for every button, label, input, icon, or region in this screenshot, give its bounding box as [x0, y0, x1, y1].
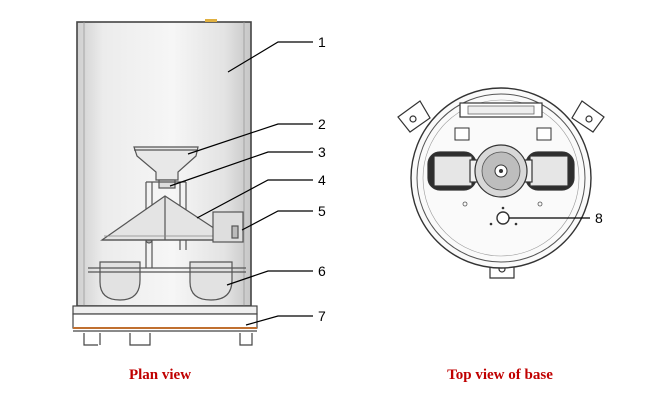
callout-6: 6 [318, 263, 326, 279]
caption-plan-view: Plan view [128, 367, 192, 383]
top-view-drawing [397, 87, 605, 279]
counterweights [88, 261, 246, 301]
central-hub [474, 144, 528, 198]
callout-2: 2 [318, 116, 326, 132]
plan-view-drawing [72, 19, 313, 346]
callout-7: 7 [318, 308, 326, 324]
callout-1: 1 [318, 34, 326, 50]
base-plate [72, 305, 258, 346]
callout-8: 8 [595, 210, 603, 226]
caption-top-view: Top view of base [447, 367, 553, 383]
leader-lines-plan [169, 41, 313, 326]
tipping-bucket [100, 195, 235, 241]
callout-4: 4 [318, 172, 326, 188]
callout-5: 5 [318, 203, 326, 219]
switch-box [212, 211, 244, 243]
callout-3: 3 [318, 144, 326, 160]
